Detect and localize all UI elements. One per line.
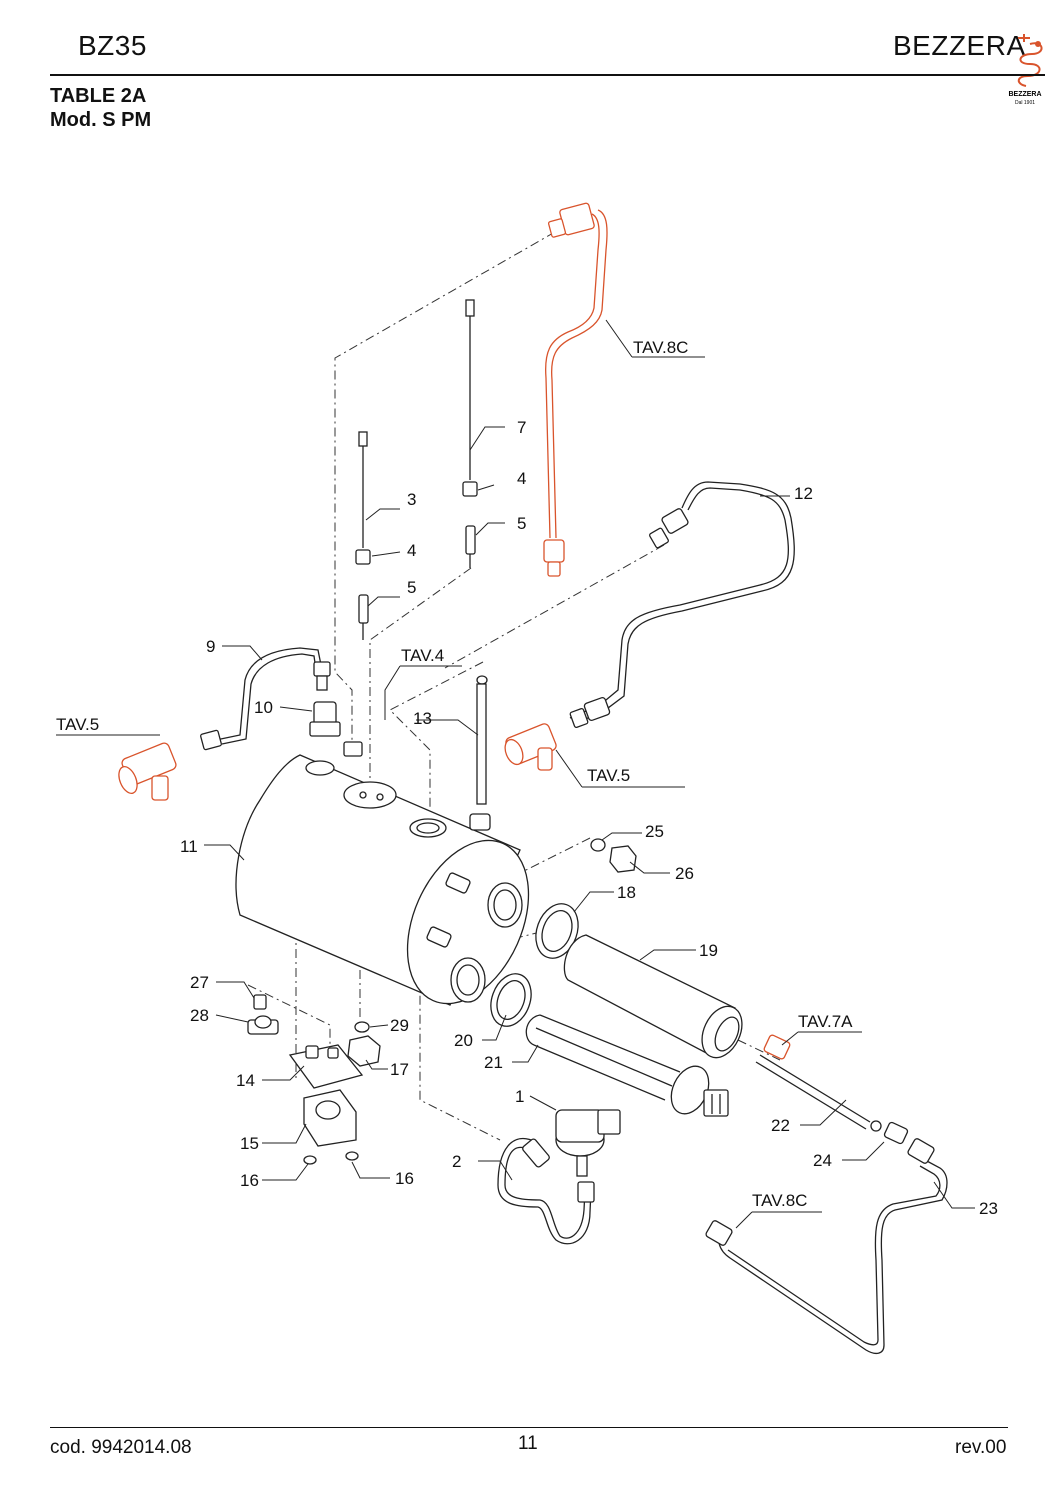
table-title-line2: Mod. S PM [50,109,152,131]
logo-subtext: Dal 1901 [1015,100,1035,106]
callout-7: 7 [517,418,526,437]
callout-15: 15 [240,1134,259,1153]
callout-25: 25 [645,822,664,841]
pressure-switch-1[interactable] [555,1109,621,1177]
callout-13: 13 [413,709,432,728]
screw-16-right[interactable] [345,1151,359,1161]
footer-rule [50,1427,1008,1428]
callout-20: 20 [454,1031,473,1050]
union-24[interactable] [883,1121,909,1145]
callout-12: 12 [794,484,813,503]
callout-tav8c-bottom: TAV.8C [752,1191,807,1210]
nut-17[interactable] [347,1035,381,1067]
callout-11: 11 [180,837,198,856]
t-fitting-left[interactable] [115,742,177,801]
callout-4-right: 4 [517,469,526,488]
callout-27: 27 [190,973,209,992]
level-probe-left[interactable] [355,431,371,640]
plate-14[interactable] [288,1044,364,1089]
callout-2: 2 [452,1152,461,1171]
callout-3: 3 [407,490,416,509]
pipe-2[interactable] [497,1137,595,1245]
level-probe-right[interactable] [462,299,478,568]
callout-labels: TAV.8C 7 4 5 3 4 5 12 9 TAV.4 10 13 TAV.… [56,338,998,1218]
callout-28: 28 [190,1006,209,1025]
nut-27[interactable] [253,994,267,1010]
fitting-tav7a[interactable] [763,1034,791,1060]
pipe-13[interactable] [476,675,488,805]
callout-9: 9 [206,637,215,656]
callout-21: 21 [484,1053,503,1072]
bezzera-logo: BEZZERA Dal 1901 [1008,34,1043,106]
revision: rev.00 [955,1437,1007,1458]
brand-name: BEZZERA [893,30,1026,61]
callout-23: 23 [979,1199,998,1218]
pipe-23[interactable] [705,1138,948,1355]
gasket-18[interactable] [529,898,586,964]
solenoid-15[interactable] [303,1089,357,1147]
callout-14: 14 [236,1071,255,1090]
pipe-9[interactable] [200,647,331,751]
thermostat-28[interactable] [247,1015,279,1035]
header-rule [50,74,1045,76]
heating-element-21[interactable] [525,1014,729,1120]
callout-tav8c-top: TAV.8C [633,338,688,357]
callout-22: 22 [771,1116,790,1135]
pipe-12[interactable] [569,481,795,728]
pipe-22[interactable] [755,1054,882,1132]
table-title: TABLE 2A Mod. S PM [50,84,151,132]
callout-17: 17 [390,1060,409,1079]
model-name: BZ35 [78,30,147,61]
callout-5-right: 5 [517,514,526,533]
callout-16-right: 16 [395,1169,414,1188]
nut-26[interactable] [590,838,637,873]
leader-lines [56,319,975,1229]
callout-19: 19 [699,941,718,960]
washer-29[interactable] [354,1021,370,1033]
screw-16-left[interactable] [303,1155,317,1165]
callout-10: 10 [254,698,273,717]
callout-4-left: 4 [407,541,416,560]
callout-tav7a: TAV.7A [798,1012,853,1031]
callout-tav5-left: TAV.5 [56,715,99,734]
callout-16-left: 16 [240,1171,259,1190]
fitting-10[interactable] [309,701,341,737]
table-title-line1: TABLE 2A [50,85,147,107]
callout-tav5-right: TAV.5 [587,766,630,785]
t-fitting-right[interactable] [502,722,558,771]
callout-24: 24 [813,1151,832,1170]
callout-5-left: 5 [407,578,416,597]
pipe-tav8c-top[interactable] [543,202,608,577]
boiler[interactable] [235,741,552,1023]
callout-1: 1 [515,1087,524,1106]
callout-tav4: TAV.4 [401,646,444,665]
document-code: cod. 9942014.08 [50,1437,192,1458]
callout-26: 26 [675,864,694,883]
logo-text: BEZZERA [1008,91,1041,98]
heating-element-19[interactable] [563,934,749,1064]
callout-18: 18 [617,883,636,902]
page-number: 11 [518,1433,538,1454]
callout-29: 29 [390,1016,409,1035]
